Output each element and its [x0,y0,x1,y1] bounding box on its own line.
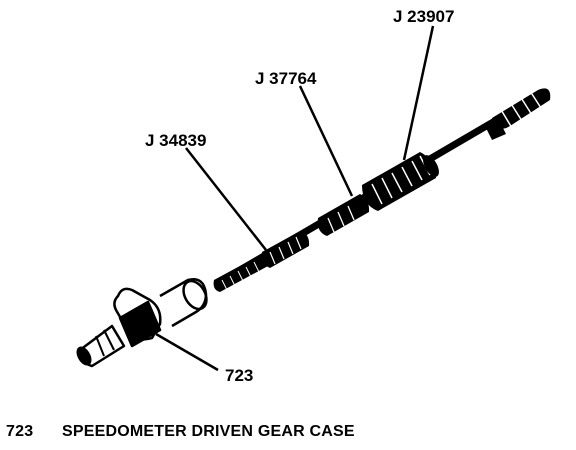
threaded-tip [213,254,268,292]
callout-j37764: J 37764 [255,69,317,88]
j37764-tool-body [317,194,370,236]
leader-line-j23907 [402,25,435,161]
leader-line-j34839 [185,147,267,251]
figure-caption: 723 SPEEDOMETER DRIVEN GEAR CASE [6,423,355,443]
gear-case-723 [76,278,208,368]
tool-handle [484,88,551,140]
j34839-tool-body [261,230,310,268]
leader-lines [155,25,435,372]
leader-line-j37764 [298,85,354,197]
caption-part-name: SPEEDOMETER DRIVEN GEAR CASE [62,423,355,440]
callout-j23907: J 23907 [393,7,454,26]
callout-723: 723 [225,366,253,385]
j23907-tool-body [362,152,439,211]
caption-part-number: 723 [6,423,34,440]
leader-line-723 [155,332,219,372]
callout-j34839: J 34839 [145,131,206,150]
